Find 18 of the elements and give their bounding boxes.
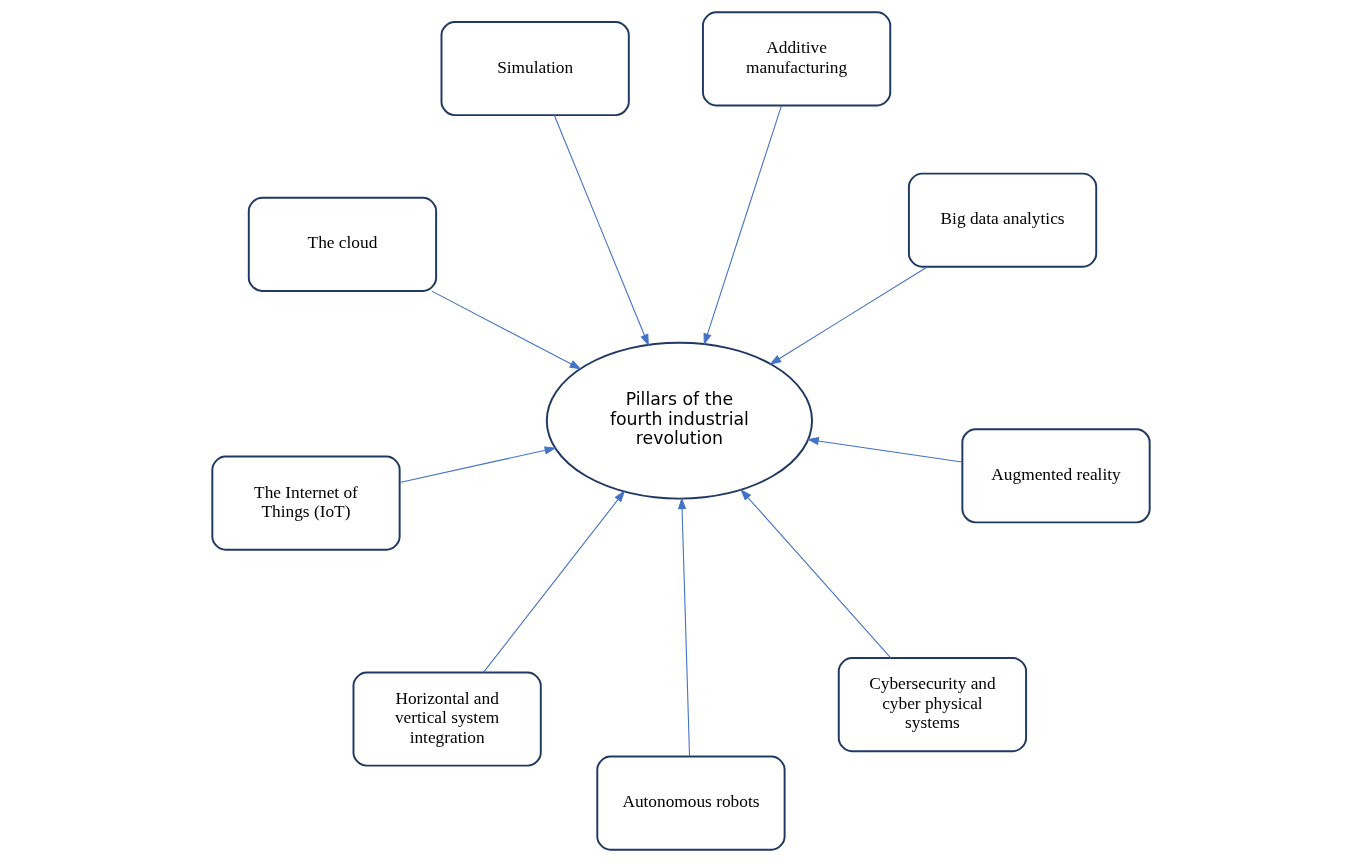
arrow: [553, 114, 649, 347]
node-box: Autonomous robots: [596, 755, 786, 851]
arrow: [482, 490, 626, 673]
arrow: [703, 105, 782, 346]
arrow: [677, 497, 691, 757]
arrow: [740, 488, 892, 659]
node-box: Horizontal and vertical system integration: [352, 671, 542, 767]
node-box: Big data analytics: [907, 172, 1098, 268]
node-box: Additive manufacturing: [701, 11, 892, 107]
arrow: [769, 266, 928, 365]
arrow: [806, 436, 963, 463]
node-box: Simulation: [440, 21, 630, 117]
node-box: Augmented reality: [961, 428, 1151, 524]
node-box: The cloud: [247, 196, 438, 292]
arrow: [431, 290, 582, 370]
node-box: The Internet of Things (IoT): [211, 455, 401, 551]
arrow: [399, 446, 557, 483]
node-box: Cybersecurity and cyber physical systems: [837, 657, 1028, 753]
